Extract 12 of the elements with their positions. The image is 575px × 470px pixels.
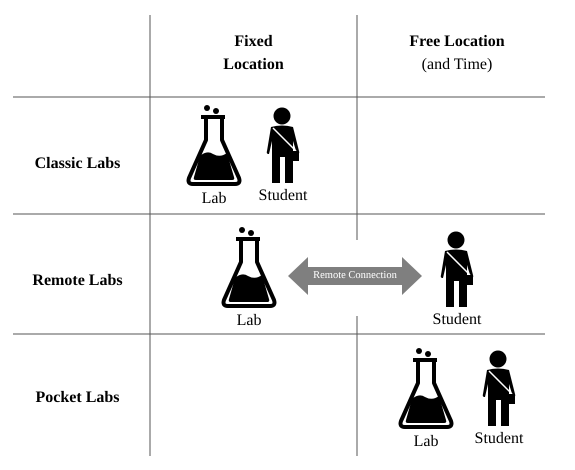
row-header: Classic Labs [34, 154, 122, 174]
icon-caption: Lab [202, 190, 226, 208]
row-header: Remote Labs [31, 271, 124, 291]
icon-caption: Student [474, 430, 524, 448]
icon-caption: Lab [236, 312, 262, 330]
icon-caption: Student [432, 311, 482, 329]
column-header: (and Time) [420, 55, 494, 75]
column-header: Free Location [408, 32, 506, 52]
icon-caption: Student [258, 187, 308, 205]
column-header: Fixed Location [222, 32, 285, 75]
row-header: Pocket Labs [34, 388, 120, 408]
icon-caption: Lab [414, 433, 438, 451]
